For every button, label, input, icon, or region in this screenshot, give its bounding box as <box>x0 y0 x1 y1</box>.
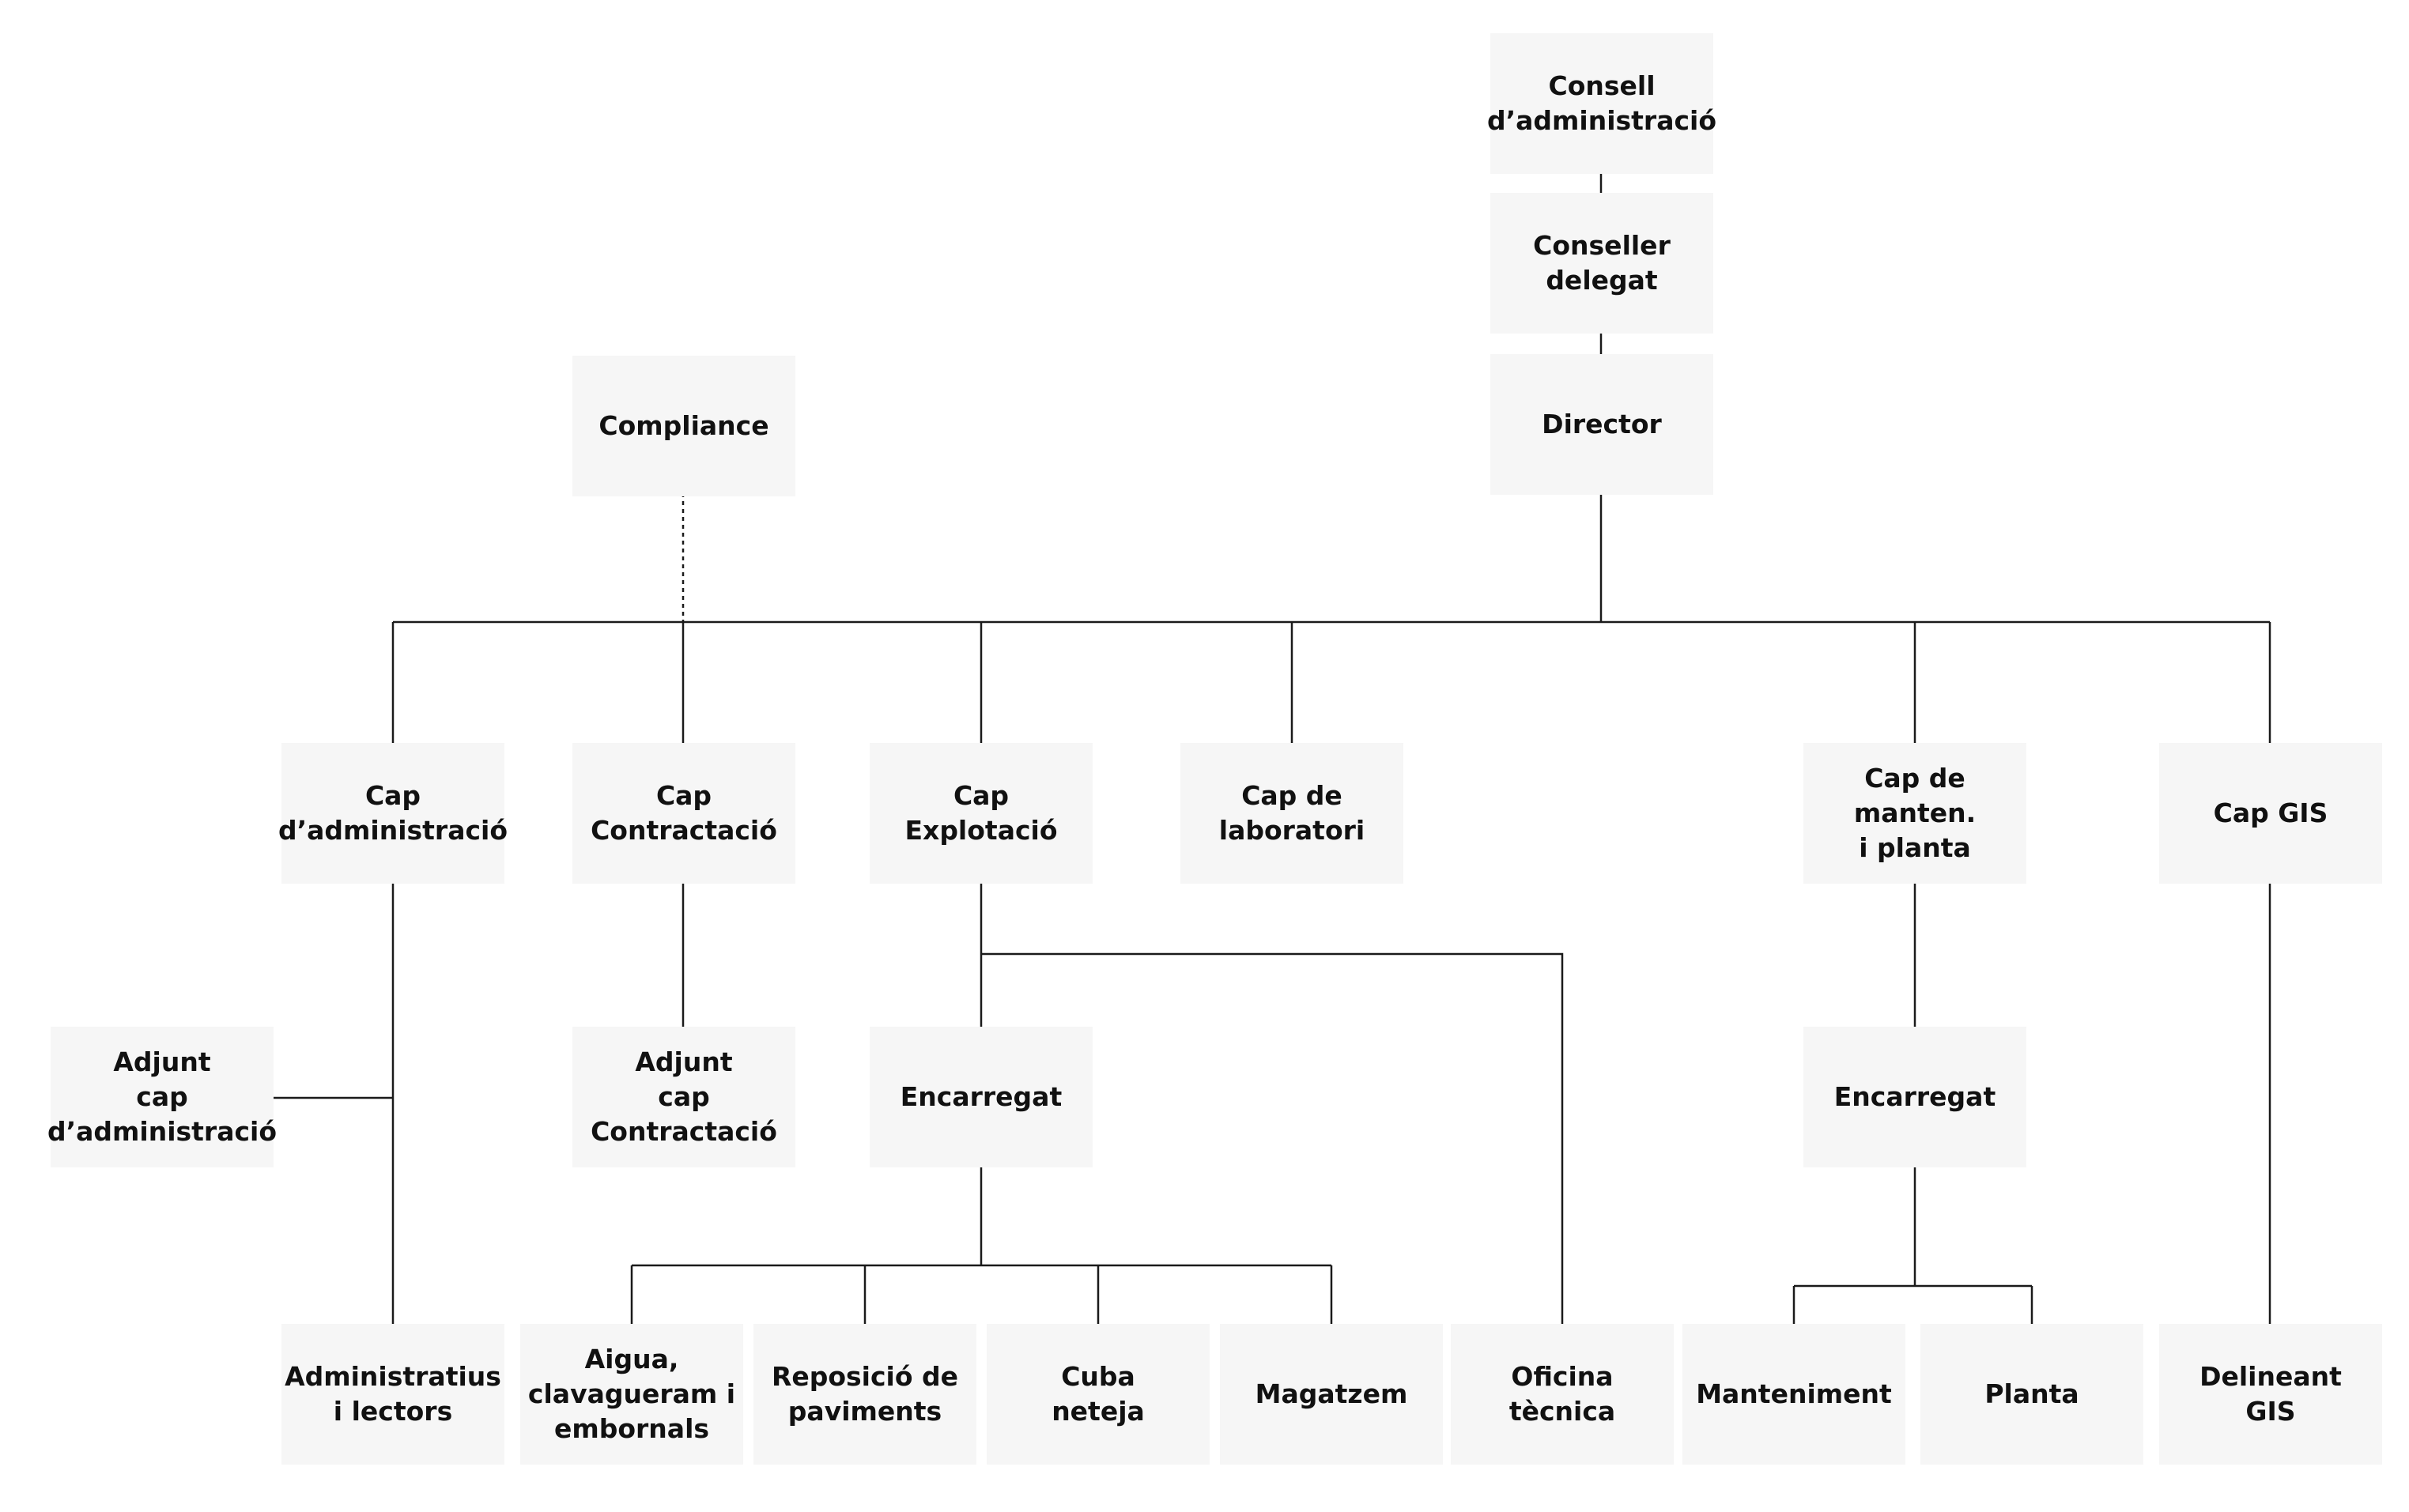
node-oficina: Oficina tècnica <box>1451 1324 1674 1465</box>
node-aigua: Aigua, clavagueram i embornals <box>520 1324 743 1465</box>
node-cuba: Cuba neteja <box>987 1324 1210 1465</box>
node-cap-administracio: Cap d’administració <box>278 743 508 884</box>
node-compliance: Compliance <box>572 356 795 496</box>
node-delineant: Delineant GIS <box>2159 1324 2382 1465</box>
node-cap-gis: Cap GIS <box>2159 743 2382 884</box>
node-cap-explotacio: Cap Explotació <box>870 743 1093 884</box>
node-consell-administracio: Consell d’administració <box>1487 33 1716 174</box>
node-adjunt-cap-contractacio: Adjunt cap Contractació <box>572 1027 795 1167</box>
node-director: Director <box>1490 354 1713 495</box>
node-administratius: Administratius i lectors <box>281 1324 504 1465</box>
node-cap-manteniment: Cap de manten. i planta <box>1803 743 2026 884</box>
connector-explotacio-oficina <box>981 952 1564 1337</box>
node-cap-contractacio: Cap Contractació <box>572 743 795 884</box>
node-conseller-delegat: Conseller delegat <box>1490 193 1713 334</box>
node-cap-laboratori: Cap de laboratori <box>1180 743 1403 884</box>
node-planta: Planta <box>1920 1324 2143 1465</box>
node-manteniment: Manteniment <box>1682 1324 1905 1465</box>
node-adjunt-cap-administracio: Adjunt cap d’administració <box>47 1027 277 1167</box>
node-reposicio: Reposició de paviments <box>753 1324 976 1465</box>
node-encarregat-manteniment: Encarregat <box>1803 1027 2026 1167</box>
node-encarregat-explotacio: Encarregat <box>870 1027 1093 1167</box>
node-magatzem: Magatzem <box>1220 1324 1443 1465</box>
